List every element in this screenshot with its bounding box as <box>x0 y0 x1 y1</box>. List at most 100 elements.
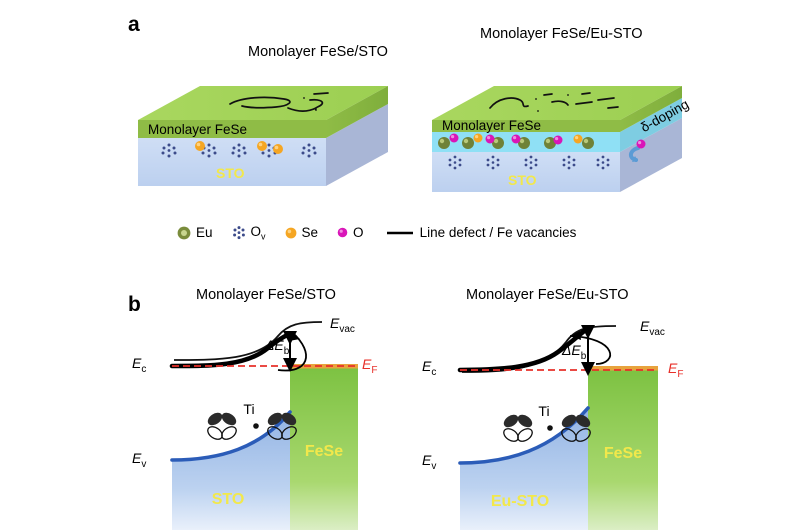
ec-label-right: Ec <box>422 358 437 378</box>
legend: Eu Ov Se O <box>176 224 576 242</box>
eu-pair <box>462 133 483 149</box>
se-atom-highlight <box>196 142 201 147</box>
fese-front-face <box>138 120 326 138</box>
ti-orbital-right <box>267 412 297 440</box>
ov-icon <box>486 155 500 170</box>
delta-eb-sub-left: b <box>283 345 290 357</box>
ev-label-right: Ev <box>422 452 437 472</box>
legend-label-se: Se <box>301 225 319 241</box>
legend-item-eu: Eu <box>176 225 213 241</box>
legend-item-line-defect: Line defect / Fe vacancies <box>386 225 577 241</box>
ti-atom-dot <box>547 425 553 431</box>
evac-label-right: Evac <box>640 318 665 338</box>
legend-label-ov: Ov <box>250 224 266 242</box>
ti-atom-dot <box>253 423 259 429</box>
se-atom <box>195 141 205 151</box>
fese-right-face <box>326 86 388 138</box>
legend-item-o: O <box>336 225 364 240</box>
ov-icon <box>301 143 317 158</box>
evac-sub-left: vac <box>339 323 355 335</box>
evac-curve <box>461 325 617 373</box>
ec-sub-left: c <box>141 363 147 375</box>
valence-band-curve <box>170 410 292 462</box>
delta-eb-label-right: ΔEb <box>562 342 587 362</box>
eu-icon <box>177 226 191 240</box>
ef-sub-right: F <box>677 368 684 380</box>
se-atom <box>257 141 267 151</box>
se-atom-highlight <box>274 145 279 150</box>
ti-label-left: Ti <box>243 401 254 417</box>
sto-front-face <box>432 152 620 192</box>
ov-icon <box>448 155 462 170</box>
eu-pair <box>485 134 504 149</box>
fese-top-strip <box>588 366 658 371</box>
line-defect-group-left <box>229 92 329 112</box>
delta-doping-arrowhead <box>632 156 638 162</box>
eusto-label-band-right: Eu-STO <box>491 493 549 510</box>
ec-sub-right: c <box>431 366 437 378</box>
delta-doping-right-face <box>620 98 682 152</box>
delta-eb-arrowhead <box>570 331 581 340</box>
ev-label-left: Ev <box>132 450 147 470</box>
fese-top-strip <box>290 364 358 369</box>
legend-label-eu: Eu <box>196 225 213 241</box>
fese-layer-label: Monolayer FeSe <box>148 122 247 137</box>
legend-label-o: O <box>353 225 364 241</box>
ti-orbital-left <box>503 414 533 442</box>
evac-sub-right: vac <box>649 326 665 338</box>
legend-label-ov-sub: v <box>261 231 266 242</box>
ef-label-right: EF <box>668 360 684 380</box>
ti-orbital-right <box>561 414 591 442</box>
se-icon <box>285 227 296 239</box>
o-atom-highlight <box>638 141 642 145</box>
evac-curve <box>173 321 323 361</box>
sto-label-right: STO <box>508 172 537 188</box>
eu-pair <box>438 133 459 149</box>
line-defect-icon <box>386 231 413 235</box>
fese-layer-label: Monolayer FeSe <box>442 118 541 133</box>
delta-eb-curved-arrow <box>569 335 612 365</box>
panel-b-label: b <box>128 293 141 316</box>
line-defect-group-right <box>489 92 619 112</box>
panel-b-right-title: Monolayer FeSe/Eu-STO <box>466 287 629 303</box>
fese-top-face <box>432 86 682 120</box>
ov-icon <box>161 143 177 158</box>
sto-defect-group-left <box>161 141 317 158</box>
se-atom <box>273 144 283 154</box>
evac-label-left: Evac <box>330 315 355 335</box>
delta-eb-label-left: ΔEb <box>265 337 290 357</box>
legend-label-line-defect: Line defect / Fe vacancies <box>419 225 577 241</box>
band-diagram-left: Ti FeSe STO <box>169 321 358 530</box>
ov-icon <box>524 155 538 170</box>
panel-a-label: a <box>128 13 140 36</box>
sto-right-face <box>326 104 388 186</box>
eu-pair <box>511 134 530 149</box>
ef-label-left: EF <box>362 356 378 376</box>
ti-orbital-group <box>503 414 591 442</box>
panel-b-left-title: Monolayer FeSe/STO <box>196 287 336 303</box>
panel-a-left-title: Monolayer FeSe/STO <box>248 44 388 60</box>
delta-eb-arrowhead <box>289 332 300 341</box>
band-diagram-right: Ti FeSe Eu-STO <box>457 325 658 530</box>
o-icon <box>337 228 348 238</box>
ev-sub-right: v <box>431 460 437 472</box>
ti-orbital-group <box>207 412 297 440</box>
legend-item-ov: Ov <box>231 224 266 242</box>
slab-left-fese-sto: Monolayer FeSe <box>138 86 388 186</box>
fese-block <box>290 368 358 530</box>
sto-label-band-left: STO <box>212 491 245 508</box>
panel-a-right-title: Monolayer FeSe/Eu-STO <box>480 26 643 42</box>
ef-sub-left: F <box>371 364 378 376</box>
ev-sub-left: v <box>141 458 147 470</box>
eu-pair <box>573 134 594 149</box>
ec-label-left: Ec <box>132 355 147 375</box>
fese-right-face <box>620 86 682 132</box>
sto-ov-group-right <box>448 155 610 170</box>
slab-right-fese-eusto: Monolayer FeSe <box>432 86 682 192</box>
ov-icon <box>231 143 247 158</box>
eu-dopant-group <box>438 133 594 149</box>
o-atom-doping <box>636 139 646 149</box>
fese-block <box>588 370 658 530</box>
delta-eb-sub-right: b <box>580 350 587 362</box>
se-atom-highlight <box>258 142 263 147</box>
